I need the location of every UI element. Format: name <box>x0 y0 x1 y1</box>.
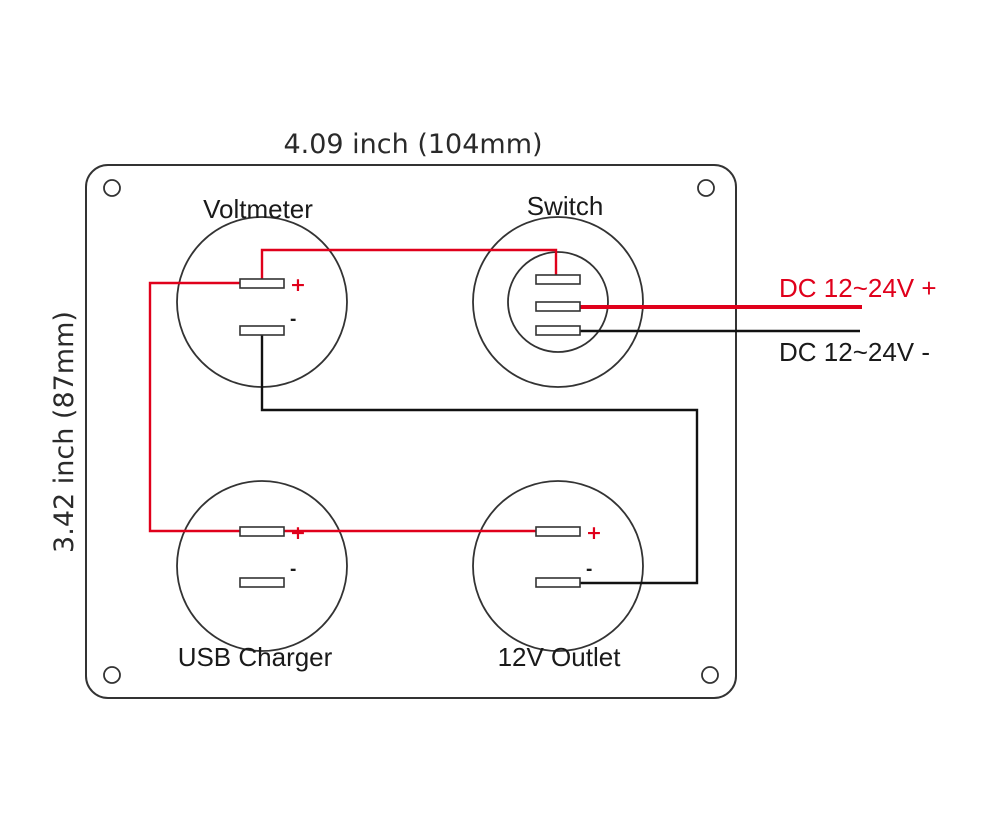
positive-wire-switch-to-voltmeter <box>260 248 558 281</box>
outlet-minus-mark: - <box>586 559 592 580</box>
usb-charger-socket <box>176 480 348 652</box>
usb-charger-label: USB Charger <box>178 642 333 672</box>
switch-terminal-bottom <box>535 325 581 336</box>
switch-label: Switch <box>527 191 604 221</box>
voltmeter-plus-mark: + <box>290 274 306 296</box>
usb-charger-plus-mark: + <box>290 522 306 544</box>
height-dimension-label: 3.42 inch (87mm) <box>49 311 80 553</box>
mounting-hole-bottom-right <box>701 666 719 684</box>
mounting-hole-top-left <box>103 179 121 197</box>
mounting-hole-bottom-left <box>103 666 121 684</box>
width-dimension-label: 4.09 inch (104mm) <box>283 129 542 160</box>
negative-supply-label: DC 12~24V - <box>779 337 930 367</box>
outlet-socket <box>472 480 644 652</box>
switch-inner-ring <box>507 251 609 353</box>
voltmeter-minus-mark: - <box>290 309 296 330</box>
negative-wire-voltmeter-to-outlet <box>260 331 699 585</box>
outlet-label: 12V Outlet <box>498 642 622 672</box>
switch-socket <box>472 216 644 388</box>
outlet-positive-terminal <box>535 526 581 537</box>
voltmeter-label: Voltmeter <box>203 194 313 224</box>
voltmeter-negative-terminal <box>239 325 285 336</box>
outlet-plus-mark: + <box>586 522 602 544</box>
switch-terminal-middle <box>535 301 581 312</box>
switch-panel-plate <box>85 164 737 699</box>
switch-terminal-top <box>535 274 581 285</box>
voltmeter-positive-terminal <box>239 278 285 289</box>
usb-charger-positive-terminal <box>239 526 285 537</box>
positive-wire-voltmeter-to-usb <box>148 281 240 533</box>
usb-charger-negative-terminal <box>239 577 285 588</box>
outlet-negative-terminal <box>535 577 581 588</box>
positive-supply-label: DC 12~24V + <box>779 273 937 303</box>
mounting-hole-top-right <box>697 179 715 197</box>
usb-charger-minus-mark: - <box>290 559 296 580</box>
